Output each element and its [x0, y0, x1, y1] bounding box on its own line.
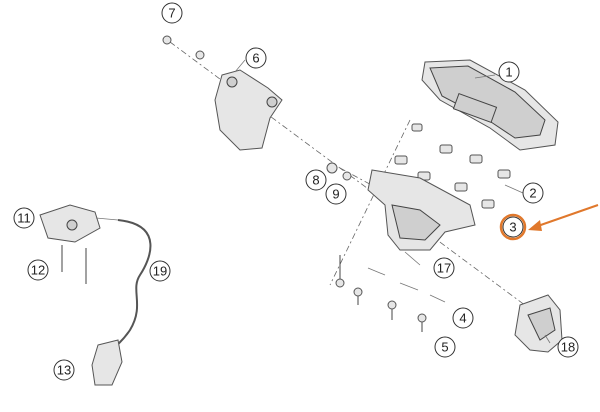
leader-lines — [234, 59, 551, 344]
callout-label: 8 — [312, 173, 319, 188]
callout-label: 5 — [441, 340, 448, 355]
callout-12: 12 — [27, 259, 49, 281]
callout-circle — [433, 257, 455, 279]
callout-11: 11 — [13, 207, 35, 229]
callout-19: 19 — [149, 260, 171, 282]
callout-2: 2 — [522, 182, 544, 204]
callout-circle — [434, 336, 456, 358]
bolt-part-7 — [162, 35, 205, 60]
callout-label: 1 — [505, 65, 512, 80]
highlight-arrow — [528, 204, 599, 231]
callout-3: 3 — [499, 213, 527, 241]
callout-9: 9 — [325, 183, 347, 205]
callout-label: 18 — [561, 340, 575, 355]
callout-4: 4 — [452, 307, 474, 329]
sensor-plate-part — [39, 204, 119, 243]
callout-label: 4 — [459, 311, 466, 326]
clamp-part — [514, 294, 563, 353]
callout-circle — [161, 2, 183, 24]
callout-circle — [27, 259, 49, 281]
callout-circle — [325, 183, 347, 205]
callout-18: 18 — [557, 336, 579, 358]
callout-circle — [452, 307, 474, 329]
callout-label: 13 — [57, 363, 71, 378]
callout-label: 6 — [252, 51, 259, 66]
callout-label: 9 — [332, 187, 339, 202]
callout-17: 17 — [433, 257, 455, 279]
callout-circle — [245, 47, 267, 69]
bushings-group — [394, 123, 511, 209]
holder-part — [367, 169, 476, 251]
screws-part-12 — [61, 245, 87, 284]
callout-7: 7 — [161, 2, 183, 24]
callout-circle — [305, 169, 327, 191]
highlight-ring — [499, 213, 527, 241]
callout-8: 8 — [305, 169, 327, 191]
callout-label: 2 — [529, 186, 536, 201]
callout-circle — [13, 207, 35, 229]
callout-circle — [149, 260, 171, 282]
callout-circle — [522, 182, 544, 204]
callout-circle — [502, 216, 524, 238]
callout-label: 19 — [153, 264, 167, 279]
callout-circle — [557, 336, 579, 358]
callout-label: 12 — [31, 263, 45, 278]
callout-6: 6 — [245, 47, 267, 69]
callout-1: 1 — [498, 61, 520, 83]
connector-part — [91, 339, 123, 386]
callout-label: 11 — [17, 211, 31, 226]
cable-part — [104, 219, 152, 356]
callout-label: 7 — [168, 6, 175, 21]
callout-circle — [498, 61, 520, 83]
callout-label: 17 — [437, 261, 451, 276]
callout-5: 5 — [434, 336, 456, 358]
screw-washer-8-9 — [326, 162, 352, 181]
bracket-part — [214, 69, 283, 151]
callout-circle — [53, 359, 75, 381]
callout-13: 13 — [53, 359, 75, 381]
small-screws — [335, 255, 446, 332]
instrument-cluster-part — [421, 59, 559, 151]
callout-label: 3 — [509, 220, 516, 235]
